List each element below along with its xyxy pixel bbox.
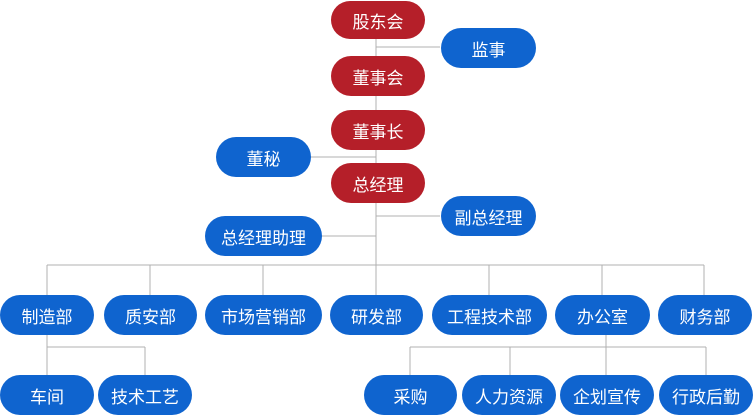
- unit-workshop[interactable]: 车间: [0, 375, 94, 415]
- dept-marketing[interactable]: 市场营销部: [205, 295, 322, 335]
- unit-admin-logistics[interactable]: 行政后勤: [659, 375, 753, 415]
- node-vice-general-manager[interactable]: 副总经理: [441, 196, 536, 236]
- node-board[interactable]: 董事会: [331, 56, 425, 96]
- node-general-manager[interactable]: 总经理: [331, 163, 425, 203]
- node-shareholders[interactable]: 股东会: [331, 1, 425, 39]
- unit-human-resources[interactable]: 人力资源: [462, 375, 556, 415]
- dept-rnd[interactable]: 研发部: [330, 295, 423, 335]
- node-chairman[interactable]: 董事长: [331, 110, 425, 150]
- unit-procurement[interactable]: 采购: [364, 375, 457, 415]
- unit-technology-process[interactable]: 技术工艺: [98, 375, 192, 415]
- dept-engineering[interactable]: 工程技术部: [432, 295, 547, 335]
- node-supervisor[interactable]: 监事: [441, 28, 536, 68]
- dept-manufacturing[interactable]: 制造部: [0, 295, 94, 335]
- unit-planning-publicity[interactable]: 企划宣传: [560, 375, 654, 415]
- node-secretary[interactable]: 董秘: [216, 137, 311, 177]
- dept-finance[interactable]: 财务部: [658, 295, 752, 335]
- node-gm-assistant[interactable]: 总经理助理: [205, 216, 322, 256]
- dept-office[interactable]: 办公室: [555, 295, 650, 335]
- dept-quality-safety[interactable]: 质安部: [104, 295, 197, 335]
